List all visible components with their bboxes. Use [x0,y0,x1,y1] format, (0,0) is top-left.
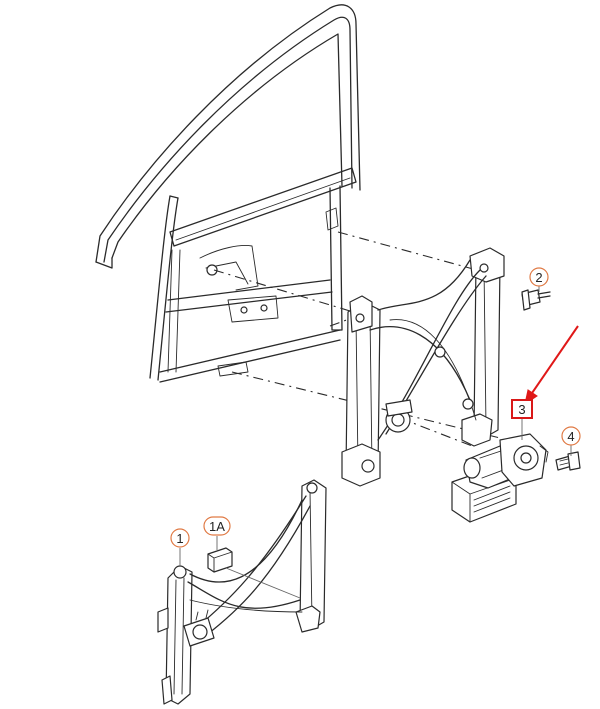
window-regulator-lower [157,479,327,705]
callout-3[interactable]: 3 [511,399,533,419]
svg-text:1A: 1A [209,519,225,534]
window-motor [451,433,549,523]
callout-1[interactable]: 1 [170,528,190,548]
screw-2 [521,289,551,311]
callout-4[interactable]: 4 [561,426,581,446]
window-regulator-upper [341,247,505,487]
door-frame [95,4,361,383]
svg-text:2: 2 [535,270,542,285]
part-1a-block [207,547,233,573]
svg-text:3: 3 [518,402,525,417]
callout-2[interactable]: 2 [529,267,549,287]
leader-lines [179,286,572,599]
callout-1a[interactable]: 1A [203,516,231,536]
svg-text:1: 1 [176,531,183,546]
screw-4 [555,451,581,471]
svg-text:4: 4 [567,429,574,444]
highlight-arrow [524,325,579,406]
